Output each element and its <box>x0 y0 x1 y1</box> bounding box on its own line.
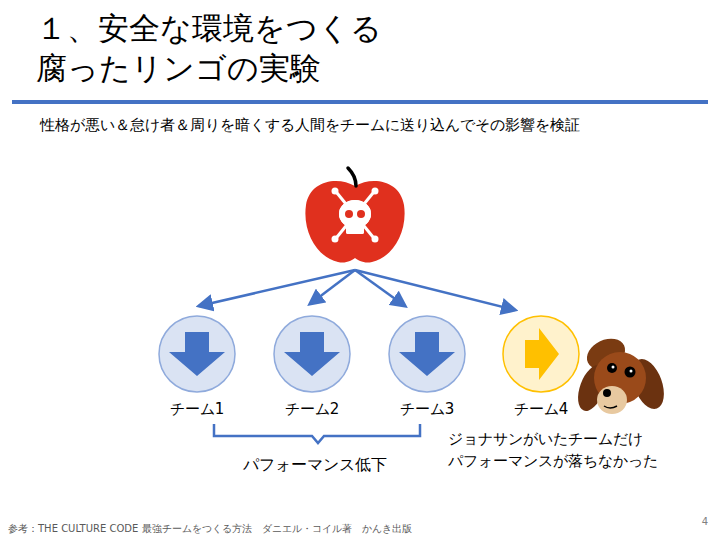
circle-outline <box>377 314 477 394</box>
split-arrows <box>199 270 515 310</box>
team-label: チーム2 <box>262 400 362 419</box>
circle-outline <box>147 314 247 394</box>
page-number: 4 <box>702 516 708 527</box>
team-label: チーム1 <box>147 400 247 419</box>
dog-jonathan <box>573 333 671 415</box>
title-rule <box>12 100 708 104</box>
team-circle: チーム1 <box>147 314 247 419</box>
down-arrow-icon <box>284 332 340 376</box>
subtitle-note: 性格が悪い＆怠け者＆周りを暗くする人間をチームに送り込んでその影響を検証 <box>40 116 580 135</box>
split-arrow <box>199 270 355 306</box>
split-arrow <box>310 270 355 304</box>
team-label: チーム4 <box>491 400 591 419</box>
circle-shape <box>389 316 465 392</box>
down-arrow-icon <box>399 332 455 376</box>
group-result: パフォーマンス低下 <box>243 455 387 476</box>
circle-shape <box>503 316 579 392</box>
split-arrow <box>355 270 515 310</box>
group-bracket <box>214 424 420 443</box>
circle-shape <box>159 316 235 392</box>
circle-shape <box>274 316 350 392</box>
down-arrow-icon <box>169 332 225 376</box>
circle-outline <box>262 314 362 394</box>
rotten-apple <box>305 168 404 263</box>
callout-note: ジョナサンがいたチームだけ パフォーマンスが落ちなかった <box>448 428 666 472</box>
slide-title: １、安全な環境をつくる 腐ったリンゴの実験 <box>36 8 456 88</box>
team-label: チーム3 <box>377 400 477 419</box>
reference-footer: 参考：THE CULTURE CODE 最強チームをつくる方法 ダニエル・コイル… <box>8 522 412 536</box>
team-circle: チーム3 <box>377 314 477 419</box>
team-circle: チーム4 <box>491 314 591 419</box>
circle-outline <box>491 314 591 394</box>
right-arrow-icon <box>525 328 559 380</box>
team-circle: チーム2 <box>262 314 362 419</box>
